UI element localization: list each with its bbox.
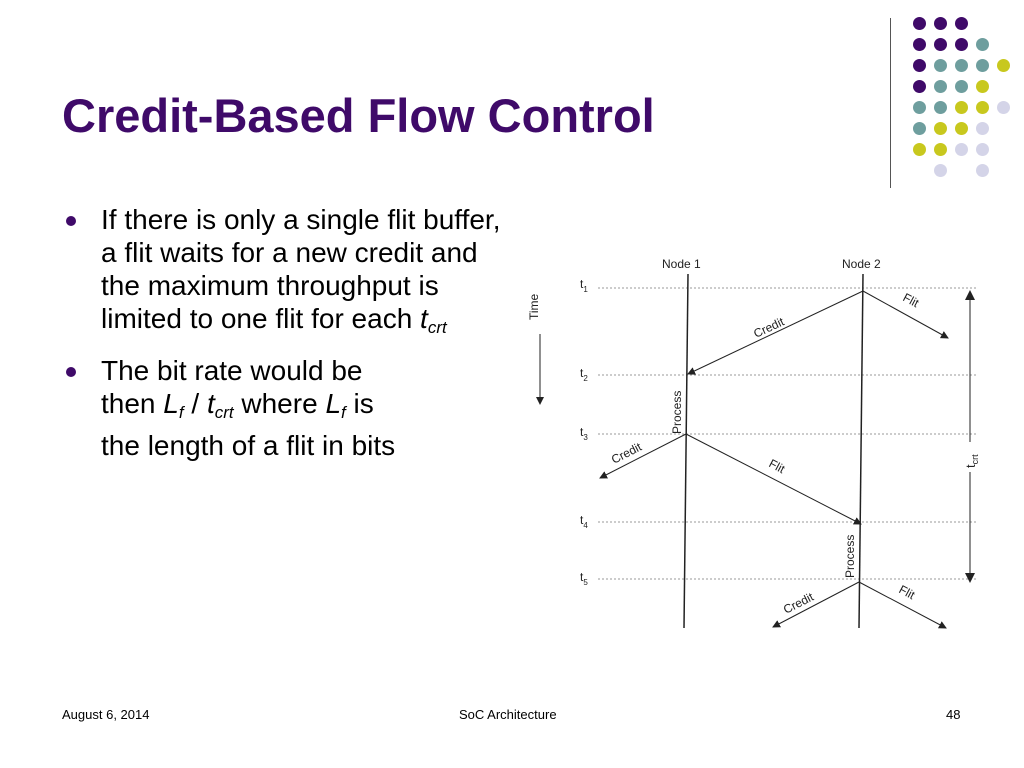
decorative-dot: [934, 101, 947, 114]
tcrt-label: tcrt: [963, 454, 980, 468]
bullet-2-t: t: [206, 388, 215, 419]
bullet-item-2: The bit rate would be then Lf / tcrt whe…: [64, 354, 504, 462]
decorative-dot: [976, 101, 989, 114]
decorative-dot: [955, 101, 968, 114]
time-gridlines: [598, 287, 978, 580]
decorative-dot: [976, 38, 989, 51]
credit-arrow-1: [687, 290, 864, 375]
node-1-label: Node 1: [662, 257, 701, 271]
time-marker-t1: t1: [580, 277, 588, 294]
decorative-dot: [934, 59, 947, 72]
bullet-2-slash: /: [183, 388, 207, 419]
flit-arrow-2: [685, 433, 862, 525]
decorative-dot: [997, 59, 1010, 72]
bullet-2-line3: the length of a flit in bits: [101, 430, 396, 461]
footer-page-number: 48: [946, 707, 961, 722]
footer-title: SoC Architecture: [459, 707, 557, 722]
bullet-marker: [66, 216, 76, 226]
bullet-2-where: where: [233, 388, 326, 419]
bullet-2-then: then: [101, 388, 164, 419]
tcrt-label-bg: [960, 442, 982, 472]
decorative-dot: [955, 80, 968, 93]
node-2-label: Node 2: [842, 257, 881, 271]
decorative-dot: [913, 17, 926, 30]
process-label-2: Process: [843, 535, 857, 578]
decorative-dot: [955, 59, 968, 72]
process-label-1: Process: [670, 391, 684, 434]
decorative-dot: [913, 38, 926, 51]
node-2-timeline: [858, 273, 864, 629]
decorative-dot: [934, 143, 947, 156]
decorative-dot: [976, 143, 989, 156]
decorative-dot: [976, 164, 989, 177]
credit-label-2: Credit: [609, 439, 644, 466]
bullet-2-crt: crt: [214, 403, 234, 422]
decorative-dot: [955, 143, 968, 156]
bullet-2-f2: f: [341, 403, 346, 422]
bullet-list: If there is only a single flit buffer, a…: [64, 203, 504, 472]
decorative-dot: [976, 122, 989, 135]
credit-label-3: Credit: [781, 589, 816, 616]
decorative-dot: [976, 80, 989, 93]
bullet-2-line1: The bit rate would be: [101, 355, 363, 386]
node-1-timeline: [683, 273, 689, 629]
decorative-dot: [934, 122, 947, 135]
decorative-dot: [955, 122, 968, 135]
tcrt-bracket-arrow-top: [965, 290, 975, 300]
bullet-2-L: L: [163, 388, 179, 419]
bullet-2-is: is: [345, 388, 374, 419]
decorative-dot: [913, 122, 926, 135]
decorative-dot: [955, 17, 968, 30]
decorative-dot: [976, 59, 989, 72]
decorative-dot: [913, 143, 926, 156]
flit-label-3: Flit: [897, 582, 918, 602]
credit-arrow-2: [599, 433, 687, 479]
tcrt-bracket-arrow-bottom: [965, 573, 975, 583]
time-axis-label: Time: [528, 293, 541, 320]
bullet-2-L2: L: [325, 388, 342, 419]
flit-arrow-1: [862, 290, 949, 339]
footer-date: August 6, 2014: [62, 707, 150, 722]
credit-arrow-3: [772, 581, 860, 628]
decorative-dot: [913, 80, 926, 93]
decorative-dot: [934, 17, 947, 30]
decorative-divider-line: [890, 18, 891, 188]
credit-flow-timing-diagram: Node 1 Node 2 Time t1 t2 t3 t4 t5 Credit: [528, 257, 982, 629]
credit-label-1: Credit: [751, 314, 787, 340]
decorative-dot: [955, 38, 968, 51]
bullet-1-text: If there is only a single flit buffer, a…: [101, 204, 501, 334]
bullet-1-var-t: t: [420, 303, 428, 334]
flit-label-1: Flit: [901, 290, 922, 310]
decorative-dot: [913, 101, 926, 114]
time-marker-t5: t5: [580, 570, 588, 587]
slide-title: Credit-Based Flow Control: [62, 89, 655, 142]
decorative-dot: [934, 164, 947, 177]
flit-label-2: Flit: [767, 456, 788, 476]
decorative-dot: [934, 38, 947, 51]
time-marker-t2: t2: [580, 366, 588, 383]
time-marker-t3: t3: [580, 425, 588, 442]
decorative-dot: [913, 59, 926, 72]
decorative-dot: [934, 80, 947, 93]
decorative-dot: [997, 101, 1010, 114]
bullet-item-1: If there is only a single flit buffer, a…: [64, 203, 504, 344]
flit-arrow-3: [858, 581, 947, 629]
bullet-marker: [66, 367, 76, 377]
time-marker-t4: t4: [580, 513, 588, 530]
bullet-2-f: f: [178, 403, 184, 422]
bullet-1-var-crt: crt: [427, 318, 447, 337]
